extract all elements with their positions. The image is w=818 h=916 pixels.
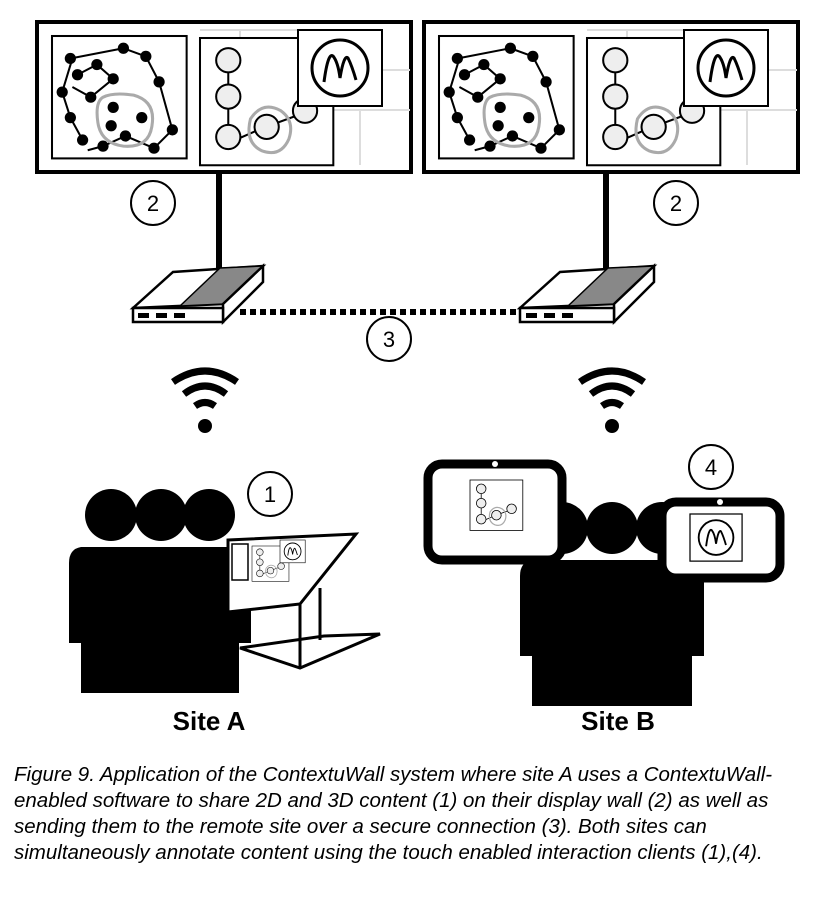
callout-table-label: 1 [264,482,276,507]
callout-wall-b: 2 [653,180,699,226]
callout-wall-a: 2 [130,180,176,226]
display-wall-b [422,20,800,174]
figure-caption: Figure 9. Application of the ContextuWal… [14,763,773,864]
router-b [516,263,658,326]
callout-tablets: 4 [688,444,734,490]
callout-wall-a-label: 2 [147,191,159,216]
wifi-icon [173,371,237,433]
callout-connection-label: 3 [383,327,395,352]
callout-table: 1 [247,471,293,517]
callout-connection: 3 [366,316,412,362]
tablet-left [423,459,567,565]
callout-tablets-label: 4 [705,455,717,480]
tablet-right [657,497,785,583]
touch-table [226,532,381,670]
display-wall-a [35,20,413,174]
site-a-label: Site A [172,706,246,736]
people-site-a [69,489,251,693]
site-b-label: Site B [581,706,655,736]
callout-wall-b-label: 2 [670,191,682,216]
router-a [129,263,267,326]
wifi-icon [580,371,644,433]
system-diagram: 2 2 3 [35,20,800,706]
